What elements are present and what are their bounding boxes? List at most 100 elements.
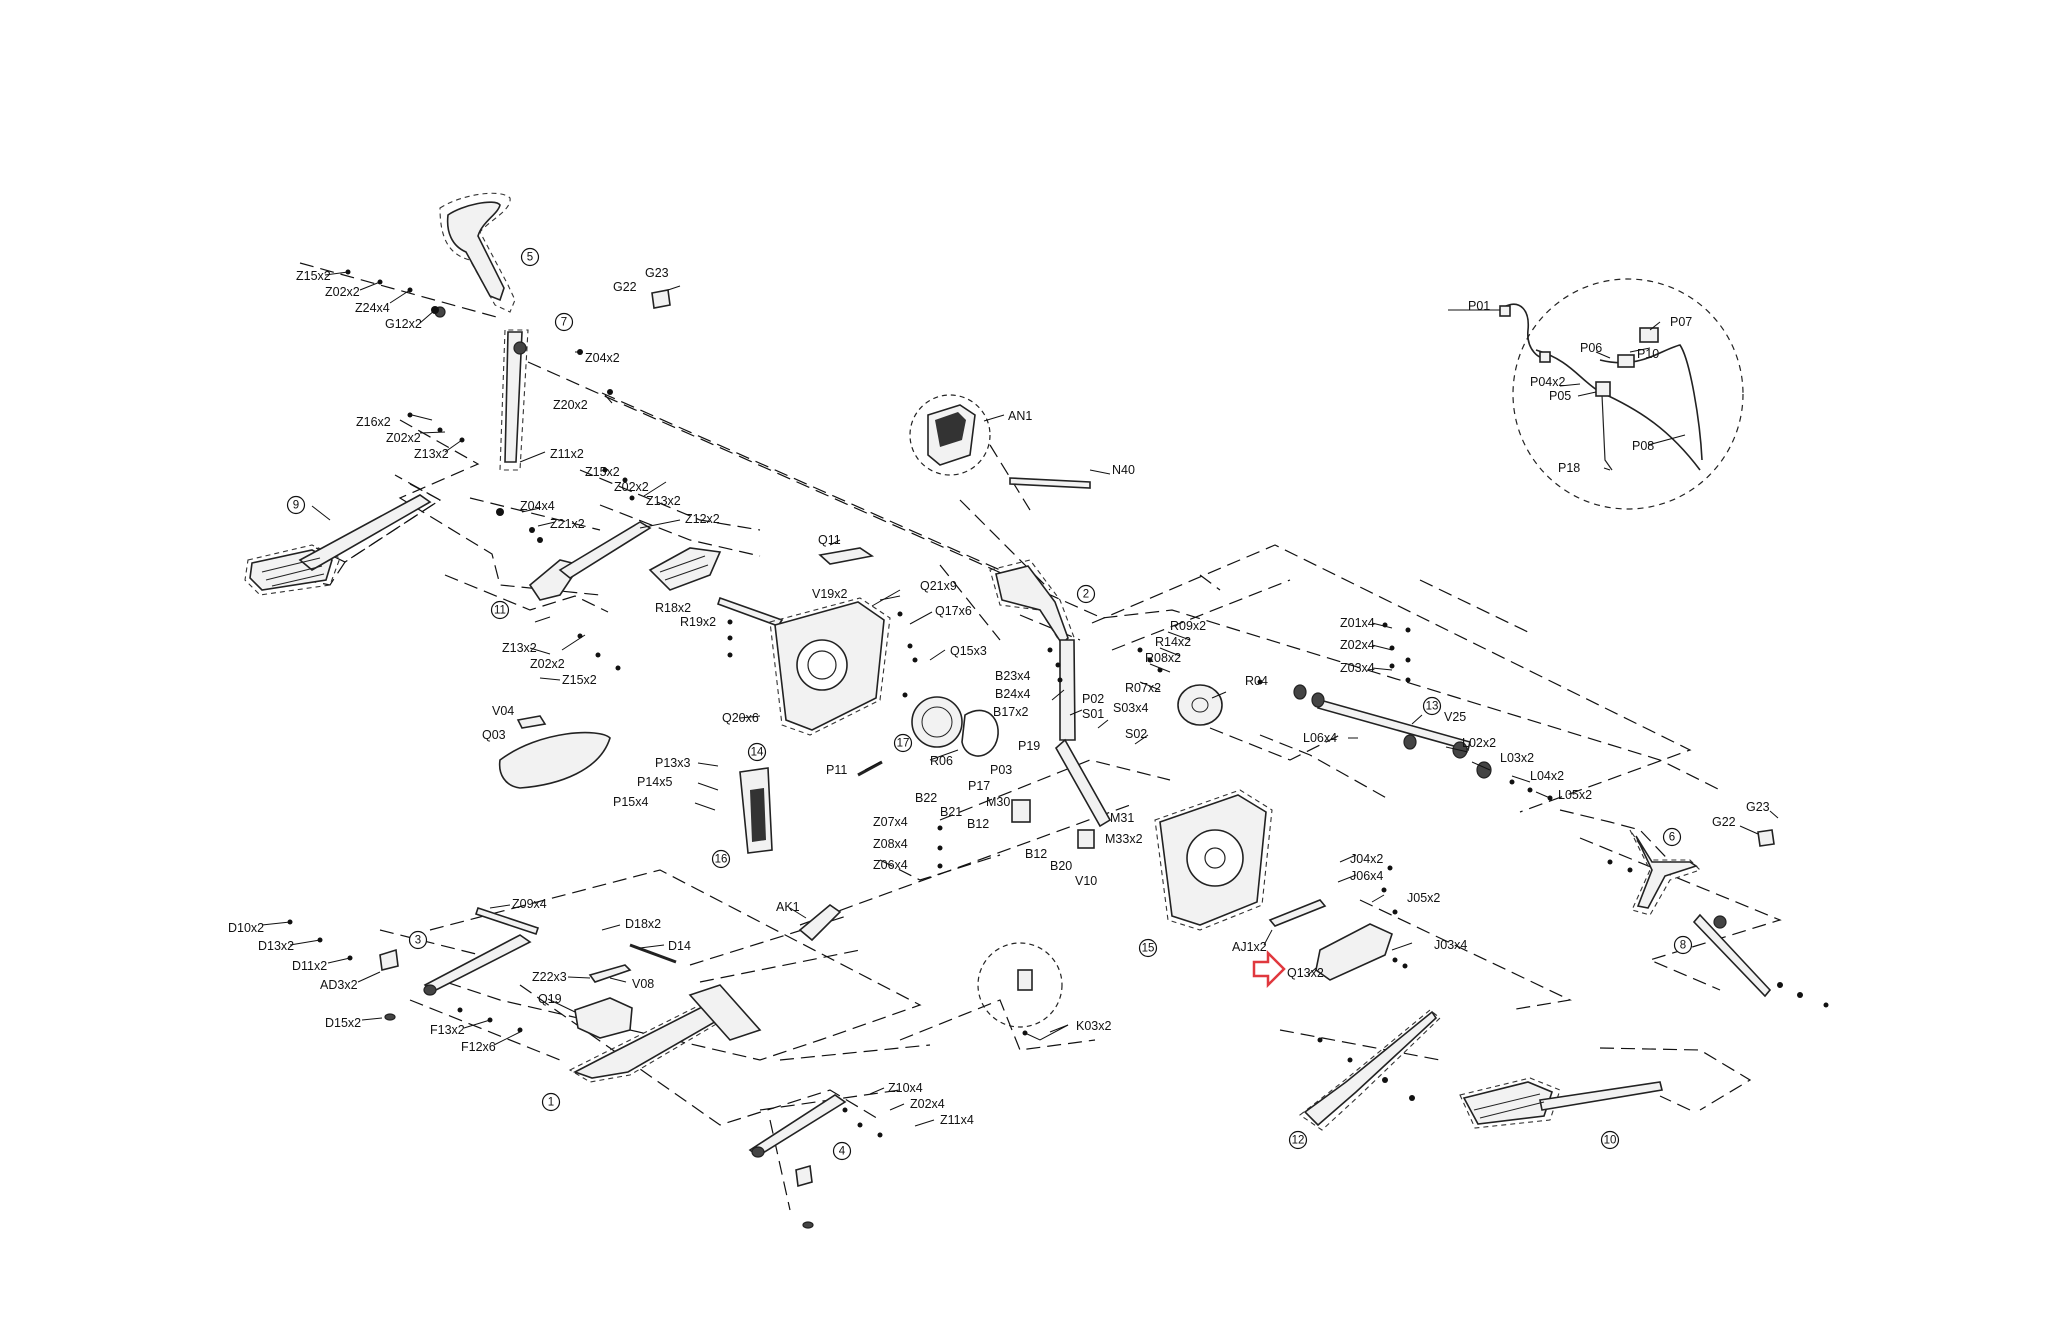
callout-number-10: 10: [1604, 1135, 1617, 1147]
label-r14x2: R14x2: [1155, 635, 1191, 649]
label-q19: Q19: [538, 992, 562, 1006]
label-v25: V25: [1444, 710, 1466, 724]
arrow-right-icon: [1252, 949, 1286, 989]
label-v04: V04: [492, 704, 514, 718]
callout-circle-7: [554, 312, 574, 332]
callout-number-9: 9: [293, 500, 299, 512]
label-g12x2: G12x2: [385, 317, 422, 331]
label-l04x2: L04x2: [1530, 769, 1564, 783]
callout-circle-3: [408, 930, 428, 950]
label-m30: M30: [986, 795, 1010, 809]
label-p08: P08: [1632, 439, 1654, 453]
callout-number-8: 8: [1680, 940, 1686, 952]
label-p18: P18: [1558, 461, 1580, 475]
label-p04x2: P04x2: [1530, 375, 1565, 389]
callout-number-16: 16: [715, 854, 728, 866]
label-p19: P19: [1018, 739, 1040, 753]
callout-number-15: 15: [1142, 943, 1155, 955]
callout-circle-4: [832, 1141, 852, 1161]
label-j06x4: J06x4: [1350, 869, 1383, 883]
callout-number-4: 4: [839, 1146, 846, 1158]
label-z15x2: Z15x2: [296, 269, 331, 283]
callout-circle-17: [893, 733, 913, 753]
label-an1: AN1: [1008, 409, 1032, 423]
label-s03x4: S03x4: [1113, 701, 1148, 715]
label-j04x2: J04x2: [1350, 852, 1383, 866]
label-b21: B21: [940, 805, 962, 819]
label-q21x9: Q21x9: [920, 579, 957, 593]
label-p17: P17: [968, 779, 990, 793]
callout-circle-14: [747, 742, 767, 762]
callout-number-5: 5: [527, 252, 533, 264]
label-d11x2: D11x2: [292, 959, 327, 973]
label-p10: P10: [1637, 347, 1659, 361]
callout-circle-13: [1422, 696, 1442, 716]
label-ad3x2: AD3x2: [320, 978, 358, 992]
label-r08x2: R08x2: [1145, 651, 1181, 665]
label-j03x4: J03x4: [1434, 938, 1467, 952]
callout-circle-11: [490, 600, 510, 620]
label-z11x2: Z11x2: [550, 447, 584, 461]
label-v10: V10: [1075, 874, 1097, 888]
callout-number-2: 2: [1083, 589, 1089, 601]
label-z04x4: Z04x4: [520, 499, 555, 513]
label-z21x2: Z21x2: [550, 517, 585, 531]
label-l02x2: L02x2: [1462, 736, 1496, 750]
label-g22-top: G22: [613, 280, 637, 294]
label-q20x6: Q20x6: [722, 711, 759, 725]
parts: [244, 192, 1829, 1229]
callout-circle-16: [711, 849, 731, 869]
label-r19x2: R19x2: [680, 615, 716, 629]
label-z02x4-b: Z02x4: [910, 1097, 945, 1111]
label-z09x4: Z09x4: [512, 897, 547, 911]
label-d10x2: D10x2: [228, 921, 264, 935]
label-q15x3: Q15x3: [950, 644, 987, 658]
label-r06: R06: [930, 754, 953, 768]
label-k03x2: K03x2: [1076, 1019, 1111, 1033]
label-s02: S02: [1125, 727, 1147, 741]
callout-circle-15: [1138, 938, 1158, 958]
label-z15x2-c: Z15x2: [562, 673, 597, 687]
callout-circle-6: [1662, 827, 1682, 847]
label-p01: P01: [1468, 299, 1490, 313]
label-z07x4: Z07x4: [873, 815, 908, 829]
label-z15x2-b: Z15x2: [585, 465, 620, 479]
callout-circle-10: [1600, 1130, 1620, 1150]
label-z13x2-c: Z13x2: [502, 641, 537, 655]
callout-number-14: 14: [751, 747, 764, 759]
callout-number-1: 1: [548, 1097, 554, 1109]
label-p02: P02: [1082, 692, 1104, 706]
label-v08: V08: [632, 977, 654, 991]
label-p14x5: P14x5: [637, 775, 672, 789]
label-q17x6: Q17x6: [935, 604, 972, 618]
label-z02x2: Z02x2: [325, 285, 360, 299]
label-b12: B12: [967, 817, 989, 831]
label-g23-top: G23: [645, 266, 669, 280]
label-d14: D14: [668, 939, 691, 953]
label-z20x2: Z20x2: [553, 398, 588, 412]
label-q13x2: Q13x2: [1287, 966, 1324, 980]
label-z01x4: Z01x4: [1340, 616, 1375, 630]
callout-number-3: 3: [415, 935, 421, 947]
label-z02x2-c: Z02x2: [614, 480, 649, 494]
label-j05x2: J05x2: [1407, 891, 1440, 905]
label-b12-b: B12: [1025, 847, 1047, 861]
label-r09x2: R09x2: [1170, 619, 1206, 633]
label-b17x2: B17x2: [993, 705, 1028, 719]
label-m33x2: M33x2: [1105, 832, 1143, 846]
hardware-dots: [287, 269, 1829, 1138]
label-n40: N40: [1112, 463, 1135, 477]
label-b20: B20: [1050, 859, 1072, 873]
callout-circle-12: [1288, 1130, 1308, 1150]
label-z10x4: Z10x4: [888, 1081, 923, 1095]
pedal-grid-left: [261, 557, 325, 587]
label-r07x2: R07x2: [1125, 681, 1161, 695]
label-p03: P03: [990, 763, 1012, 777]
callout-number-6: 6: [1669, 832, 1675, 844]
label-p05: P05: [1549, 389, 1571, 403]
label-m31: M31: [1110, 811, 1134, 825]
label-z22x3: Z22x3: [532, 970, 567, 984]
label-p07: P07: [1670, 315, 1692, 329]
label-g23-right: G23: [1746, 800, 1770, 814]
label-aj1x2: AJ1x2: [1232, 940, 1267, 954]
